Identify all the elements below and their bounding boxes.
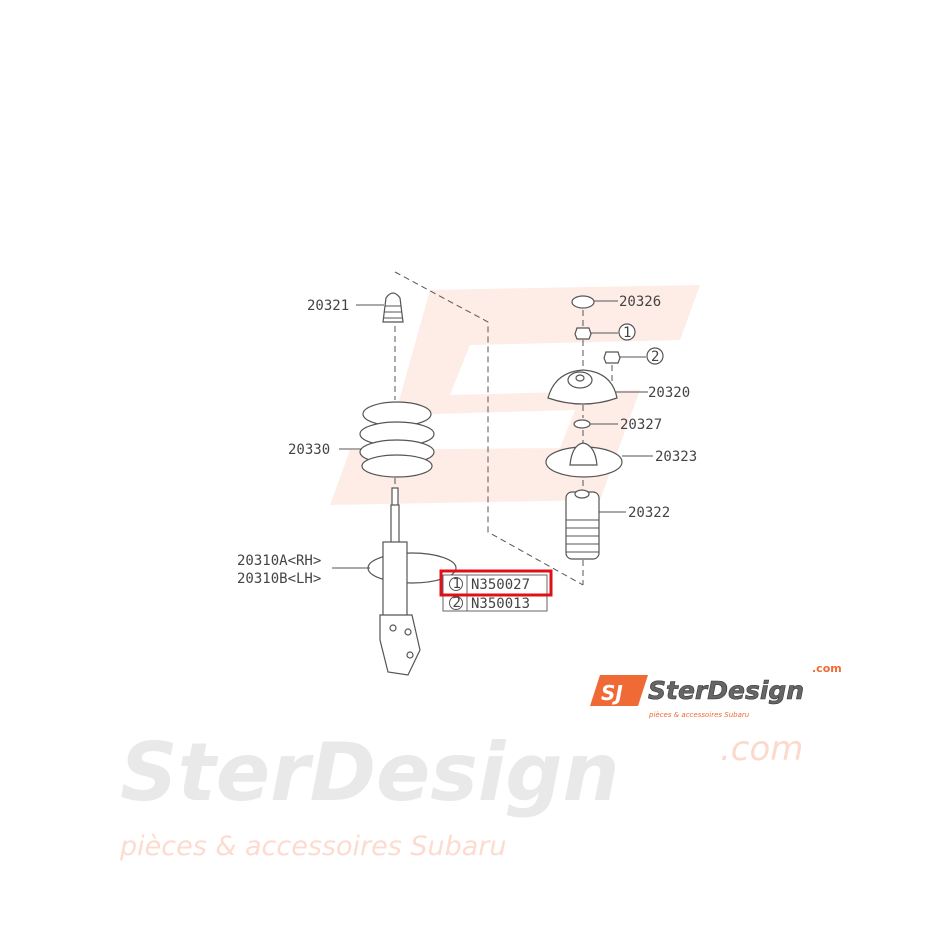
label-20310a: 20310A<RH> — [237, 553, 321, 569]
legend-table: 1 2 N350027 N350013 — [439, 569, 553, 612]
logo-domain: .com — [812, 662, 842, 675]
bump-stop-part — [382, 292, 404, 323]
logo-brand: SterDesign — [648, 676, 804, 705]
stefdesign-logo: SJ SterDesign .com pièces & accessoires … — [590, 662, 842, 719]
assembly-dashed-line — [394, 271, 584, 586]
ref-circle-1 — [618, 323, 636, 341]
strut-part — [367, 487, 457, 676]
highlight-box — [439, 569, 553, 597]
watermark-tagline: pièces & accessoires Subaru — [119, 831, 507, 862]
label-20327: 20327 — [620, 417, 662, 433]
boot-part — [565, 489, 600, 560]
coil-spring-part — [359, 401, 435, 478]
label-20323: 20323 — [655, 449, 697, 465]
axis-line-right — [582, 310, 613, 585]
logo-tagline: pièces & accessoires Subaru — [648, 711, 750, 719]
nut-1-part — [574, 327, 592, 340]
ref-2-label: 2 — [651, 349, 659, 365]
label-20310b: 20310B<LH> — [237, 571, 321, 587]
cap-part — [571, 295, 595, 309]
label-20326: 20326 — [619, 294, 661, 310]
ref-1-label: 1 — [623, 325, 631, 341]
ref-circle-2 — [646, 347, 664, 365]
logo-sj-letters: SJ — [601, 681, 623, 705]
label-20320: 20320 — [648, 385, 690, 401]
leader-lines — [332, 300, 653, 569]
label-20322: 20322 — [628, 505, 670, 521]
mount-part — [547, 369, 618, 405]
legend-part-2: N350013 — [471, 596, 530, 612]
label-20330: 20330 — [288, 442, 330, 458]
legend-part-1: N350027 — [471, 577, 530, 593]
watermark-domain: .com — [720, 729, 803, 769]
legend-ref-1: 1 — [453, 576, 461, 592]
watermark-brand: SterDesign — [120, 726, 620, 819]
spring-seat-part — [545, 442, 623, 478]
nut-2-part — [603, 351, 621, 364]
logo-sj-icon — [590, 675, 648, 706]
washer-part — [573, 419, 591, 429]
label-20321: 20321 — [307, 298, 349, 314]
legend-ref-2: 2 — [453, 595, 461, 611]
